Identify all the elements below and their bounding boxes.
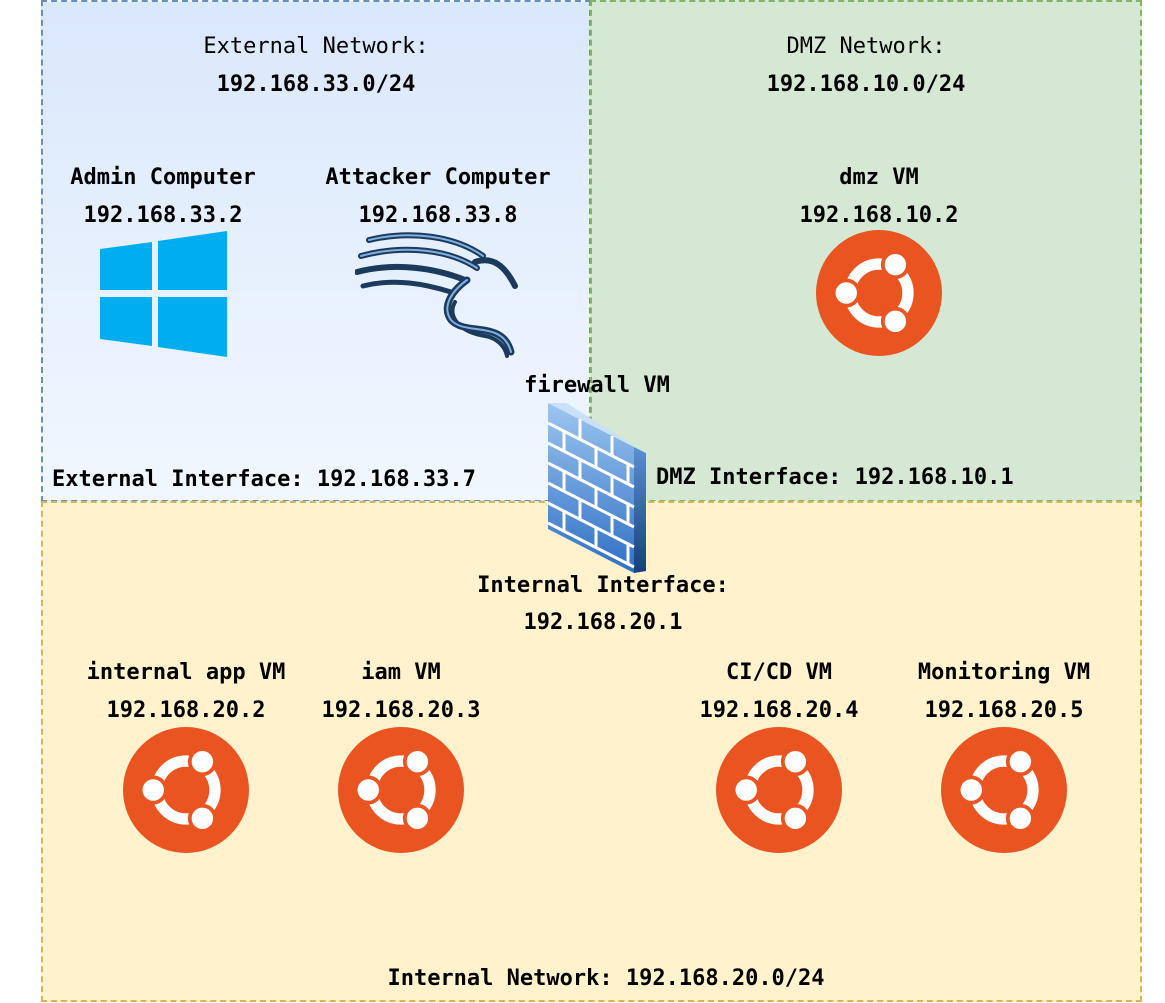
firewall-brick-wall-icon (547, 403, 646, 573)
ubuntu-logo-icon (816, 230, 942, 356)
firewall-vm-name: firewall VM (524, 373, 670, 398)
internal-app-vm-ip: 192.168.20.2 (106, 698, 266, 723)
iam-vm-ip: 192.168.20.3 (321, 698, 481, 723)
ubuntu-logo-icon (123, 727, 249, 853)
ubuntu-logo-icon (941, 727, 1067, 853)
admin-computer-ip: 192.168.33.2 (83, 203, 243, 228)
admin-computer-name: Admin Computer (70, 165, 256, 190)
monitoring-vm-ip: 192.168.20.5 (924, 698, 1084, 723)
kali-dragon-icon (355, 232, 518, 358)
attacker-computer-name: Attacker Computer (325, 165, 551, 190)
ubuntu-logo-icon (338, 727, 464, 853)
external-network-title: External Network: (203, 34, 429, 59)
internal-interface-ip: 192.168.20.1 (523, 610, 683, 635)
dmz-vm-name: dmz VM (839, 165, 919, 190)
internal-app-vm-name: internal app VM (86, 660, 286, 685)
cicd-vm-name: CI/CD VM (726, 660, 832, 685)
internal-network-label: Internal Network: 192.168.20.0/24 (387, 966, 825, 991)
dmz-network-subnet: 192.168.10.0/24 (766, 72, 966, 97)
dmz-network-title: DMZ Network: (786, 34, 946, 59)
cicd-vm-ip: 192.168.20.4 (699, 698, 859, 723)
dmz-vm-ip: 192.168.10.2 (799, 203, 959, 228)
windows-logo-icon (100, 231, 227, 357)
monitoring-vm-name: Monitoring VM (917, 660, 1091, 685)
external-network-subnet: 192.168.33.0/24 (216, 72, 416, 97)
dmz-interface-label: DMZ Interface: 192.168.10.1 (656, 465, 1014, 490)
external-interface-label: External Interface: 192.168.33.7 (52, 467, 476, 492)
ubuntu-logo-icon (716, 727, 842, 853)
internal-interface-label: Internal Interface: (477, 573, 729, 598)
iam-vm-name: iam VM (361, 660, 441, 685)
attacker-computer-ip: 192.168.33.8 (358, 203, 518, 228)
